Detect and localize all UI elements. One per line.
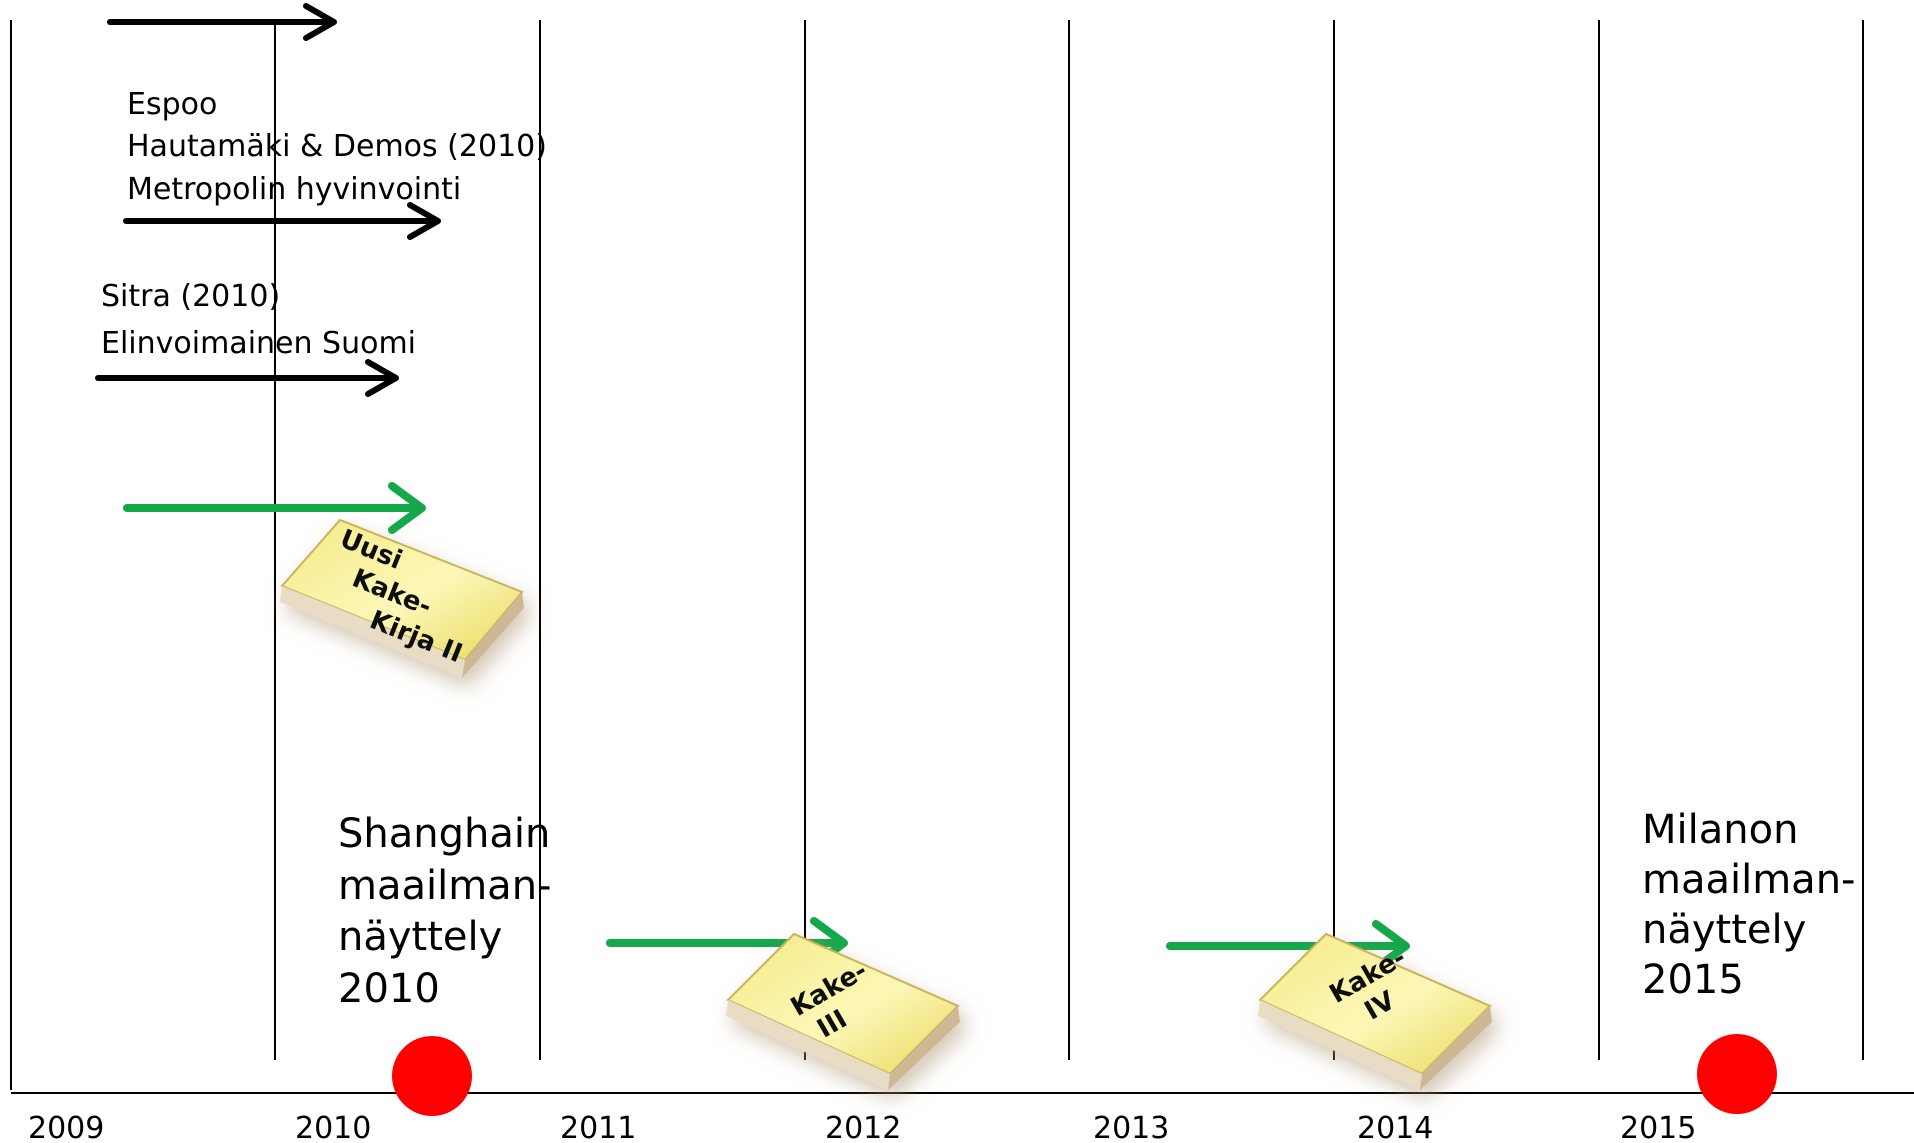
espoo-annotation: Espoo Hautamäki & Demos (2010) Metropoli… — [127, 87, 547, 207]
annotation-line: Hautamäki & Demos (2010) — [127, 129, 547, 164]
book-kake-iv: Kake- IV — [1258, 932, 1492, 1090]
year-label: 2012 — [825, 1111, 901, 1143]
sitra-annotation: Sitra (2010) Elinvoimainen Suomi — [101, 279, 416, 361]
expo-line: Milanon — [1642, 807, 1798, 853]
milestone-dot-milano — [1697, 1034, 1777, 1114]
expo-line: näyttely — [338, 914, 502, 960]
year-label: 2014 — [1357, 1111, 1433, 1143]
book-kake-iii: Kake- III — [726, 932, 960, 1090]
expo-line: näyttely — [1642, 907, 1806, 953]
arrow-espoo — [123, 202, 441, 240]
arrow-sitra — [95, 359, 399, 397]
green-arrow — [123, 482, 426, 534]
expo-line: Shanghain — [338, 811, 550, 857]
year-label: 2010 — [295, 1111, 371, 1143]
expo-milano-label: Milanon maailman- näyttely 2015 — [1642, 807, 1855, 1003]
annotation-line: Elinvoimainen Suomi — [101, 326, 416, 361]
green-arrows — [123, 482, 1410, 972]
year-label: 2013 — [1093, 1111, 1169, 1143]
black-arrows — [95, 3, 441, 397]
annotation-line: Metropolin hyvinvointi — [127, 172, 461, 207]
annotation-line: Sitra (2010) — [101, 279, 280, 314]
expo-line: maailman- — [338, 863, 551, 909]
expo-shanghai-label: Shanghain maailman- näyttely 2010 — [338, 811, 551, 1012]
milestone-dot-shanghai — [392, 1036, 472, 1116]
year-label: 2009 — [28, 1111, 104, 1143]
expo-line: 2010 — [338, 966, 440, 1012]
year-dividers — [10, 20, 1864, 1090]
year-labels: 2009 2010 2011 2012 2013 2014 2015 — [28, 1111, 1696, 1143]
year-label: 2015 — [1620, 1111, 1696, 1143]
arrow-top — [107, 3, 337, 41]
book-kake-kirja-ii: Uusi Kake- Kirja II — [280, 518, 524, 678]
annotation-line: Espoo — [127, 87, 217, 122]
expo-line: maailman- — [1642, 857, 1855, 903]
expo-line: 2015 — [1642, 957, 1744, 1003]
year-label: 2011 — [560, 1111, 636, 1143]
